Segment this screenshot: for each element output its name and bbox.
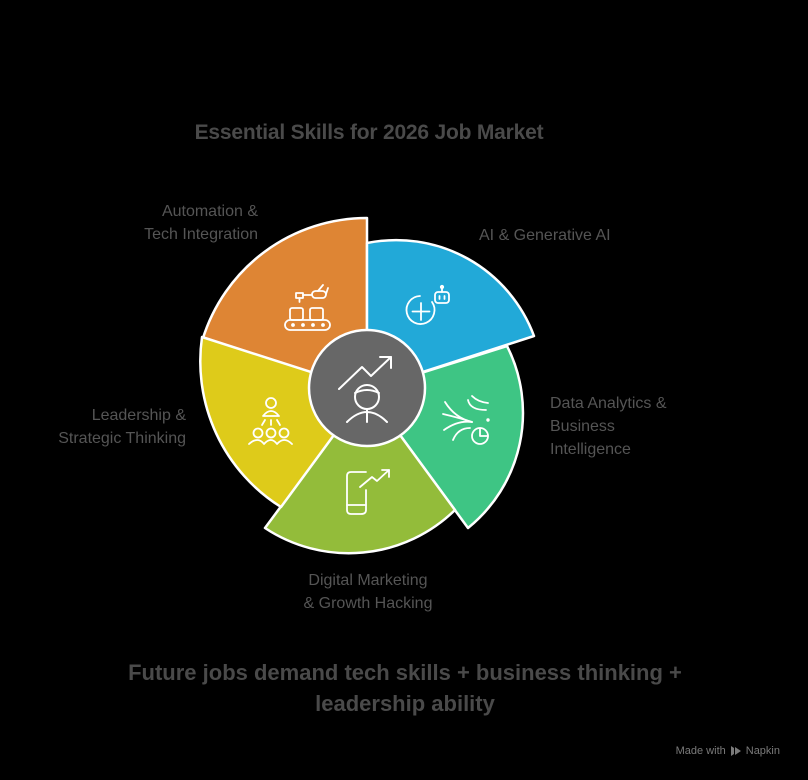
napkin-watermark[interactable]: Made with Napkin	[676, 745, 780, 757]
made-with-text: Made with	[675, 745, 726, 757]
label-automation: Automation & Tech Integration	[144, 203, 258, 243]
napkin-brand-text: Napkin	[745, 745, 780, 757]
label-digital-marketing: Digital Marketing & Growth Hacking	[303, 572, 433, 612]
data-flow-pie-chart-icon	[442, 395, 490, 445]
center-hub	[307, 328, 427, 448]
robot-arm-conveyor-icon	[284, 284, 331, 331]
leader-team-icon	[248, 397, 293, 445]
napkin-logo-icon	[730, 746, 741, 756]
phone-growth-arrow-icon	[346, 469, 390, 515]
summary-text: Future jobs demand tech skills + busines…	[128, 660, 682, 716]
label-leadership: Leadership & Strategic Thinking	[58, 407, 186, 447]
label-data-analytics: Data Analytics & Business Intelligence	[550, 395, 667, 458]
person-growth-chart-icon	[338, 356, 392, 423]
ai-robot-plus-icon	[405, 284, 450, 325]
label-ai: AI & Generative AI	[479, 227, 611, 244]
diagram-title: Essential Skills for 2026 Job Market	[194, 121, 544, 144]
